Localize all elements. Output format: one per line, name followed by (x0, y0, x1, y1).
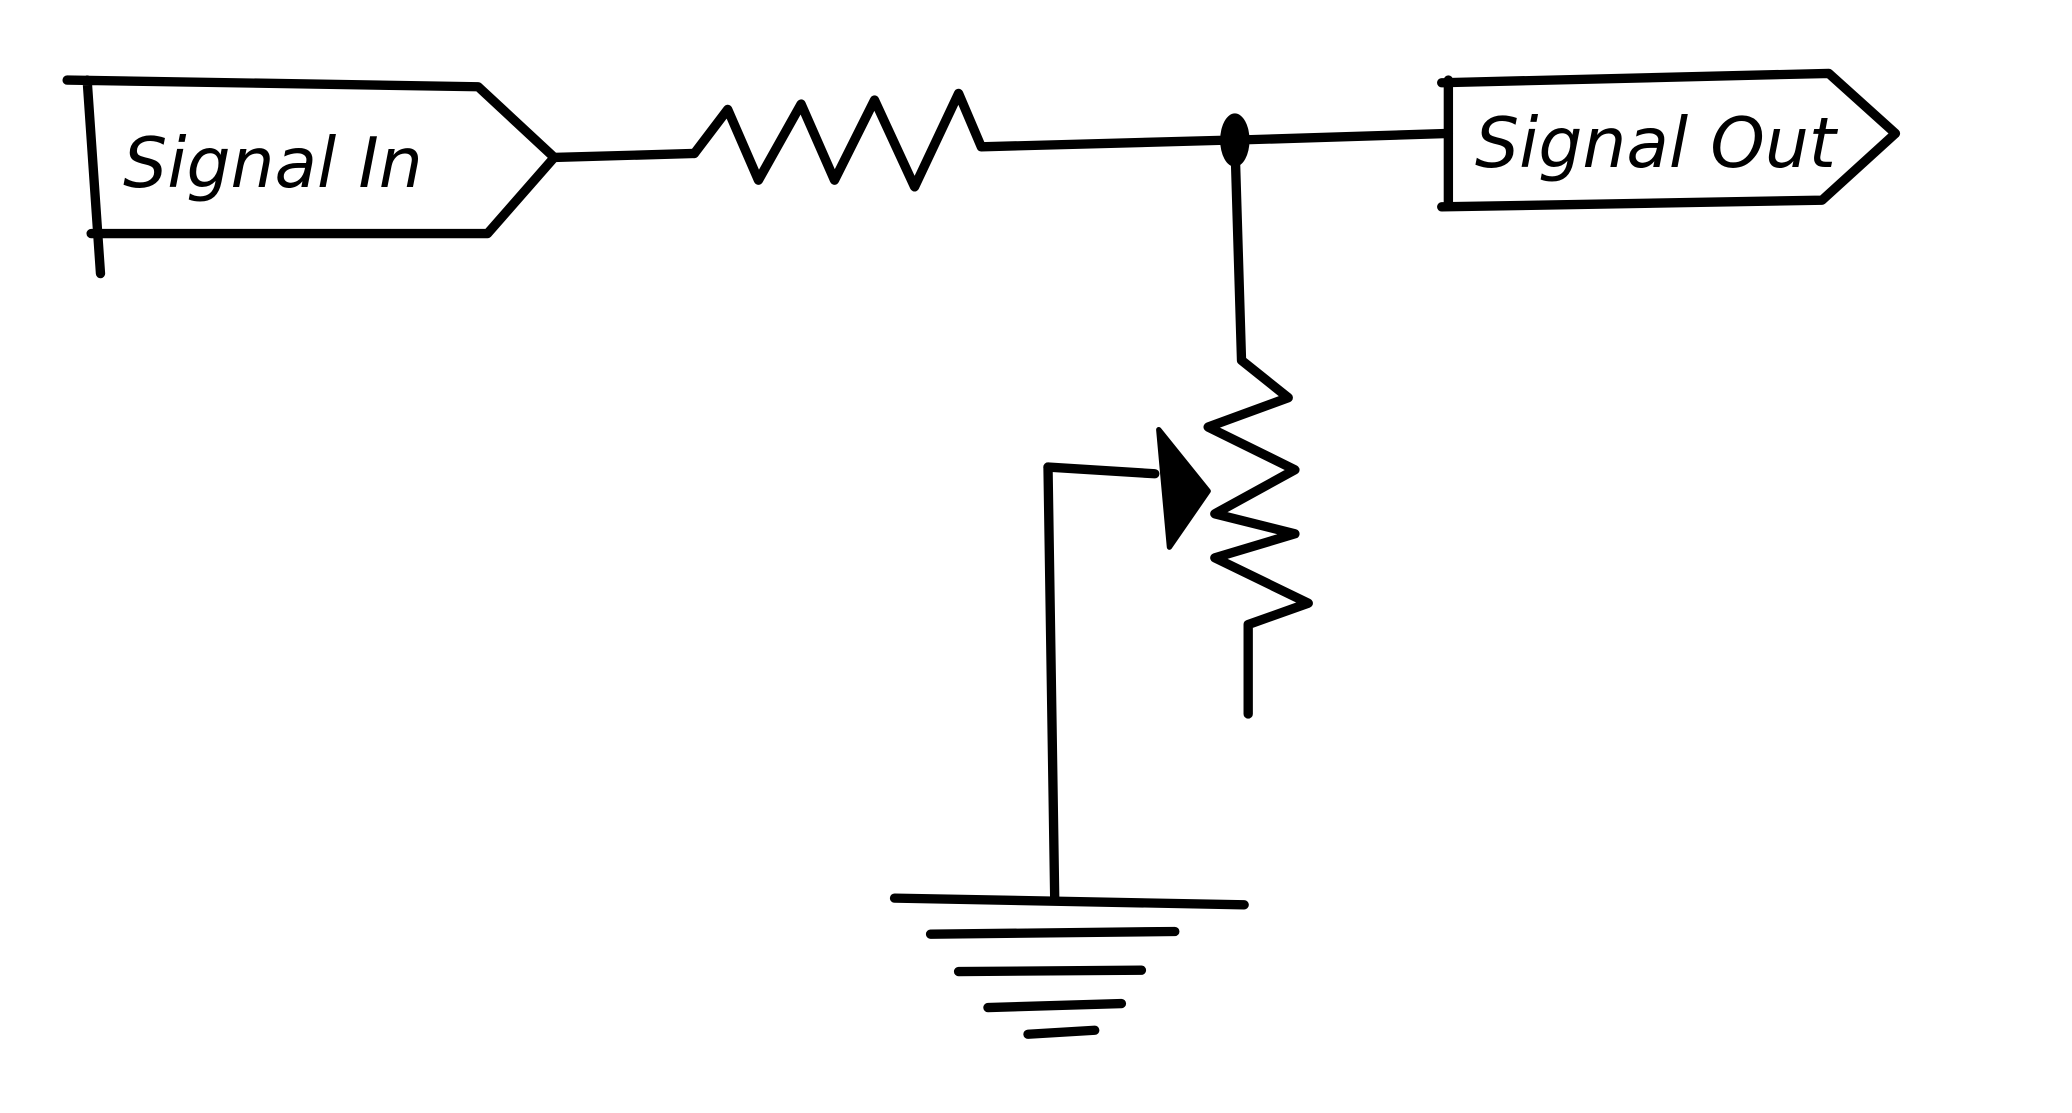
output-wire (1230, 128, 1454, 145)
input-wire (549, 148, 700, 163)
potentiometer (1203, 135, 1313, 719)
series-resistor (689, 88, 1233, 192)
signal-in-label: Signal In (123, 124, 423, 204)
ground-wire (1043, 462, 1060, 902)
signal-out-port: Signal Out (1437, 68, 1901, 212)
potentiometer-wiper (1043, 427, 1211, 550)
signal-out-label: Signal Out (1475, 104, 1839, 184)
ground-symbol (889, 893, 1249, 1039)
signal-in-port: Signal In (62, 75, 559, 279)
